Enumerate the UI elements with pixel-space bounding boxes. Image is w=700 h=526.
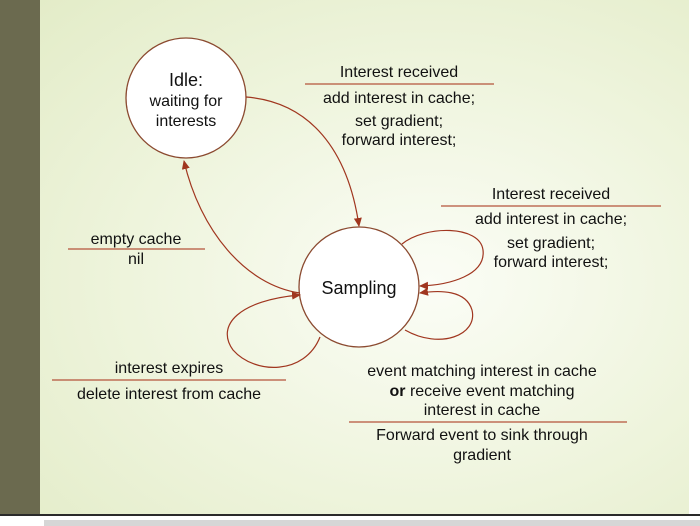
sampling-self-event-line-2: or receive event matching: [390, 383, 575, 400]
label-sampling-self-expire: interest expires delete interest from ca…: [52, 360, 286, 403]
slide-bottom-border: [0, 514, 700, 516]
sampling-self-interest-action-1: add interest in cache;: [475, 211, 627, 228]
sampling-self-event-action-1: Forward event to sink through: [376, 427, 588, 444]
sampling-self-event-line-3: interest in cache: [424, 402, 541, 419]
right-margin: [689, 0, 700, 514]
edge-idle-to-sampling: [245, 96, 362, 227]
label-idle-to-sampling: Interest received add interest in cache;…: [305, 64, 494, 149]
state-sampling: Sampling: [298, 226, 420, 348]
state-sampling-label: Sampling: [321, 278, 396, 298]
idle-to-sampling-action-1: add interest in cache;: [323, 90, 475, 107]
idle-to-sampling-action-2: set gradient;: [355, 113, 443, 130]
state-idle-label-3: interests: [156, 113, 216, 130]
sampling-self-interest-action-2: set gradient;: [507, 235, 595, 252]
edge-sampling-self-event: [404, 287, 474, 340]
label-sampling-self-event: event matching interest in cache or rece…: [349, 363, 627, 464]
sampling-self-event-or: or: [390, 383, 406, 400]
sampling-self-event-line-1: event matching interest in cache: [367, 363, 597, 380]
left-accent-bar: [0, 0, 40, 514]
label-sampling-to-idle: empty cache nil: [68, 231, 205, 268]
state-idle-circle: [125, 37, 247, 159]
sampling-self-event-action-2: gradient: [453, 447, 511, 464]
edge-sampling-self-interest: [401, 229, 484, 290]
state-idle: Idle: waiting for interests: [125, 37, 247, 159]
idle-to-sampling-event: Interest received: [340, 64, 458, 81]
state-sampling-circle: [298, 226, 420, 348]
idle-to-sampling-action-3: forward interest;: [342, 132, 457, 149]
sampling-to-idle-event: empty cache: [91, 231, 182, 248]
sampling-self-interest-event: Interest received: [492, 186, 610, 203]
sampling-self-expire-event: interest expires: [115, 360, 224, 377]
sampling-self-expire-action: delete interest from cache: [77, 386, 261, 403]
state-idle-label-1: Idle:: [169, 70, 203, 90]
edge-sampling-to-idle: [181, 160, 301, 294]
edge-sampling-self-expire: [226, 291, 321, 368]
state-idle-label-2: waiting for: [149, 93, 224, 110]
sampling-self-event-line-2-rest: receive event matching: [406, 383, 575, 400]
sampling-to-idle-action: nil: [128, 251, 144, 268]
sampling-self-interest-action-3: forward interest;: [494, 254, 609, 271]
label-sampling-self-interest: Interest received add interest in cache;…: [441, 186, 661, 271]
bottom-scroll-strip: [44, 520, 700, 526]
